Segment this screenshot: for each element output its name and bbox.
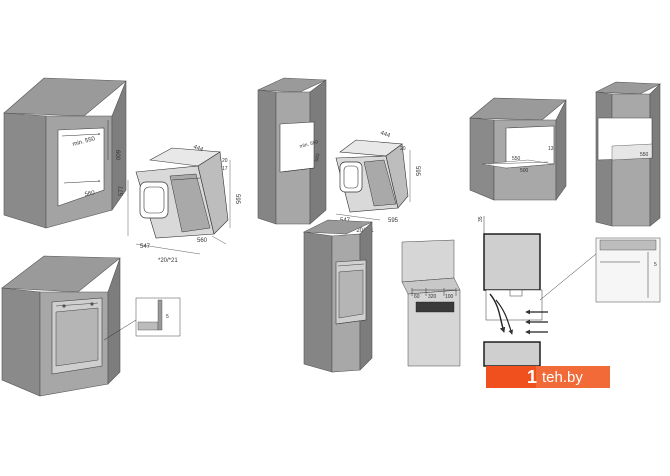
panel2-callout-detail [135,297,181,337]
brand-text: teh.by [542,368,583,386]
oven1-dim-2: 20 [222,158,228,164]
oven1-dim-3: 17 [222,166,228,172]
ventilation-opening-drawing [401,239,461,367]
base-cabinet-cutout-right [469,97,567,201]
callout-dim-1: 5 [654,262,657,268]
tall-cabinet-with-oven [302,219,373,373]
brand-left-block [486,366,536,388]
brand-watermark: 1 teh.by [486,366,610,388]
oven2-dim-2: 20 [400,146,406,152]
panel1-dim-1: min. 550 [72,136,96,148]
brand-right-block [536,366,610,388]
vent-dim-1: 60 [414,294,420,300]
base-cabinet-with-oven [1,255,137,397]
panel5-dim-3: 13 [548,146,554,152]
oven1-dim-1: 444 [192,144,204,153]
oven-dimension-drawing-2 [335,139,411,221]
oven-dimension-drawing-1 [127,147,231,255]
oven1-dim-6: 547 [140,244,151,250]
oven1-dim-8: *20/*21 [158,258,178,264]
oven1-dim-7: 560 [197,238,208,244]
vent-dim-3: 100 [445,294,454,300]
panel6-dim-1: 550 [640,152,649,158]
airflow-section-drawing [483,216,597,367]
brand-number: 1 [526,366,537,387]
panel3-dim-2: 580 [314,153,321,162]
oven1-dim-4: 577 [119,185,125,196]
tall-column-cabinet [257,77,327,225]
panel1-dim-2: 600 [114,150,120,161]
oven2-dim-3: 595 [414,166,420,177]
oven2-dim-1: 444 [379,130,391,139]
tall-column-cabinet-right [594,81,662,227]
panel5-dim-1: 550 [512,156,521,162]
oven2-dim-6: 595 [388,218,399,224]
flow-dim-1: 35 [478,216,484,222]
vent-dim-2: 320 [428,294,437,300]
panel3-dim-1: min. 550 [299,139,319,150]
base-cabinet-cutout [3,77,127,229]
panel1-dim-3: 560 [84,190,96,198]
airflow-callout-detail [595,237,661,303]
panel2-callout-dim: 5 [166,314,169,320]
panel5-dim-2: 500 [520,168,529,174]
oven1-dim-5: 595 [234,194,240,205]
